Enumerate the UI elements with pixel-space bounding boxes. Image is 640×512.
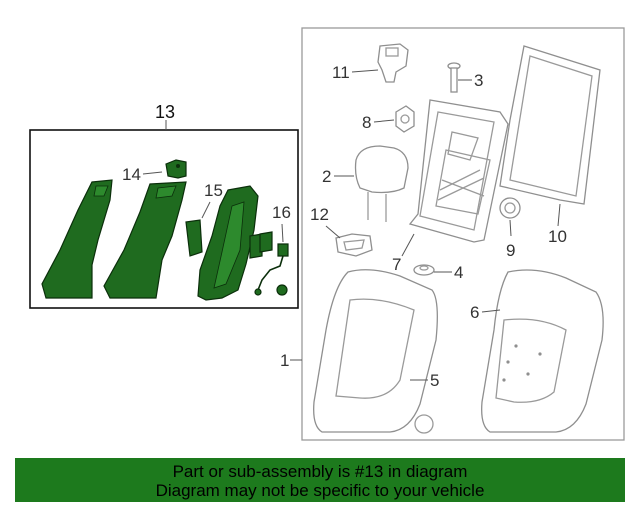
banner-line-2: Diagram may not be specific to your vehi… xyxy=(155,481,485,500)
sub-assembly-box xyxy=(29,129,299,309)
callout-8: 8 xyxy=(362,113,371,132)
callout-15: 15 xyxy=(204,181,223,200)
seatback-frame-7 xyxy=(408,99,509,243)
green-clips xyxy=(249,231,273,259)
back-panel-10 xyxy=(499,45,601,205)
cap-9 xyxy=(499,197,521,219)
callout-15-leader xyxy=(201,201,211,219)
green-trim-panel-center xyxy=(103,181,187,299)
callout-4: 4 xyxy=(454,263,463,282)
callout-8-leader xyxy=(373,119,395,123)
seatback-cover-5 xyxy=(313,269,438,434)
info-banner: Part or sub-assembly is #13 in diagram D… xyxy=(15,458,625,502)
callout-16: 16 xyxy=(272,203,291,222)
guide-8 xyxy=(395,105,415,133)
callout-7-leader xyxy=(401,233,415,257)
callout-6: 6 xyxy=(470,303,479,322)
callout-9: 9 xyxy=(506,241,515,260)
callout-6-leader xyxy=(481,309,501,313)
bracket-11 xyxy=(377,43,409,83)
bolt-3 xyxy=(447,62,461,93)
callout-11: 11 xyxy=(332,63,350,82)
callout-10: 10 xyxy=(548,227,567,246)
callout-12-leader xyxy=(325,225,341,239)
green-pad-15 xyxy=(185,219,203,257)
callout-14: 14 xyxy=(122,165,141,184)
callout-5: 5 xyxy=(430,371,439,390)
callout-12: 12 xyxy=(310,205,329,224)
assembly-frame xyxy=(301,27,625,441)
callout-11-leader xyxy=(351,69,379,73)
green-trim-panel-left xyxy=(41,179,113,299)
parts-diagram: 13 14 15 16 11 xyxy=(29,27,625,441)
grommet-4 xyxy=(413,264,435,276)
callout-16-leader xyxy=(281,223,284,243)
green-harness-16 xyxy=(254,243,289,296)
seatback-cover-6 xyxy=(481,269,604,433)
callout-9-leader xyxy=(509,219,512,237)
callout-13: 13 xyxy=(155,102,175,122)
callout-2: 2 xyxy=(322,167,331,186)
banner-line-1: Part or sub-assembly is #13 in diagram xyxy=(172,462,468,481)
callout-14-leader xyxy=(142,171,163,175)
green-bracket-14 xyxy=(165,159,187,179)
green-side-bolster xyxy=(197,185,259,301)
headrest-2 xyxy=(354,145,409,222)
bezel-12 xyxy=(335,233,373,257)
callout-10-leader xyxy=(557,203,561,227)
callout-1: 1 xyxy=(280,351,289,370)
callout-3: 3 xyxy=(474,71,483,90)
callout-7: 7 xyxy=(392,255,401,274)
